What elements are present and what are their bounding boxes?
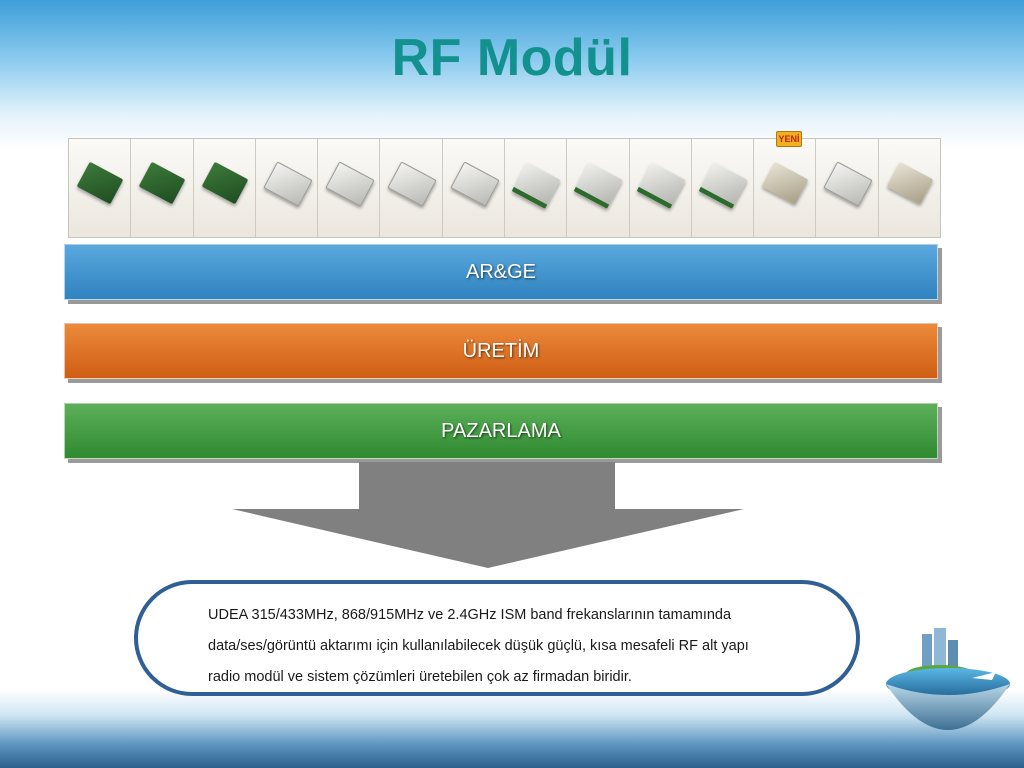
rf-module-icon [325,161,375,207]
bar-arge-label: AR&GE [465,261,537,283]
slide-title: RF Modül [391,29,633,87]
description-callout: UDEA 315/433MHz, 868/915MHz ve 2.4GHz IS… [134,580,860,696]
bar-pazarlama: PAZARLAMA [64,403,938,459]
module-thumbnail [629,139,692,237]
module-thumbnail [69,139,132,237]
description-line-3: radio modül ve sistem çözümleri üretebil… [208,669,632,685]
bar-arge: AR&GE [64,244,938,300]
rf-module-icon [263,161,313,207]
bar-pazarlama-label: PAZARLAMA [441,420,561,442]
module-thumbnail [255,139,319,237]
globe-city-icon [886,628,1010,730]
module-thumbnail [504,139,568,237]
module-thumbnail [442,139,505,237]
rf-module-icon [76,161,124,205]
rf-module-icon [886,161,934,205]
module-thumbnail [816,139,879,237]
rf-module-icon [698,162,748,209]
bar-uretim: ÜRETİM [64,323,938,379]
module-thumbnail [193,139,256,237]
bar-uretim-label: ÜRETİM [462,340,540,362]
rf-module-icon [573,162,623,209]
rf-module-icon [823,161,874,207]
rf-module-icon [387,161,438,207]
module-thumbnail [567,139,630,237]
rf-module-icon [449,161,500,207]
rf-module-icon [201,161,248,205]
module-thumbnail [878,139,940,237]
description-line-1: UDEA 315/433MHz, 868/915MHz ve 2.4GHz IS… [208,607,732,623]
module-thumbnail [380,139,443,237]
down-arrow-icon [232,462,744,568]
module-image-strip [68,138,941,238]
module-thumbnail [318,139,381,237]
module-thumbnail [691,139,755,237]
rf-module-icon [511,162,561,209]
rf-module-icon [138,161,186,205]
rf-module-icon [636,162,686,209]
new-badge: YENİ [776,131,802,147]
module-thumbnail [131,139,194,237]
description-line-2: data/ses/görüntü aktarımı için kullanıla… [208,638,749,654]
rf-module-icon [761,161,809,205]
module-thumbnail [754,139,817,237]
